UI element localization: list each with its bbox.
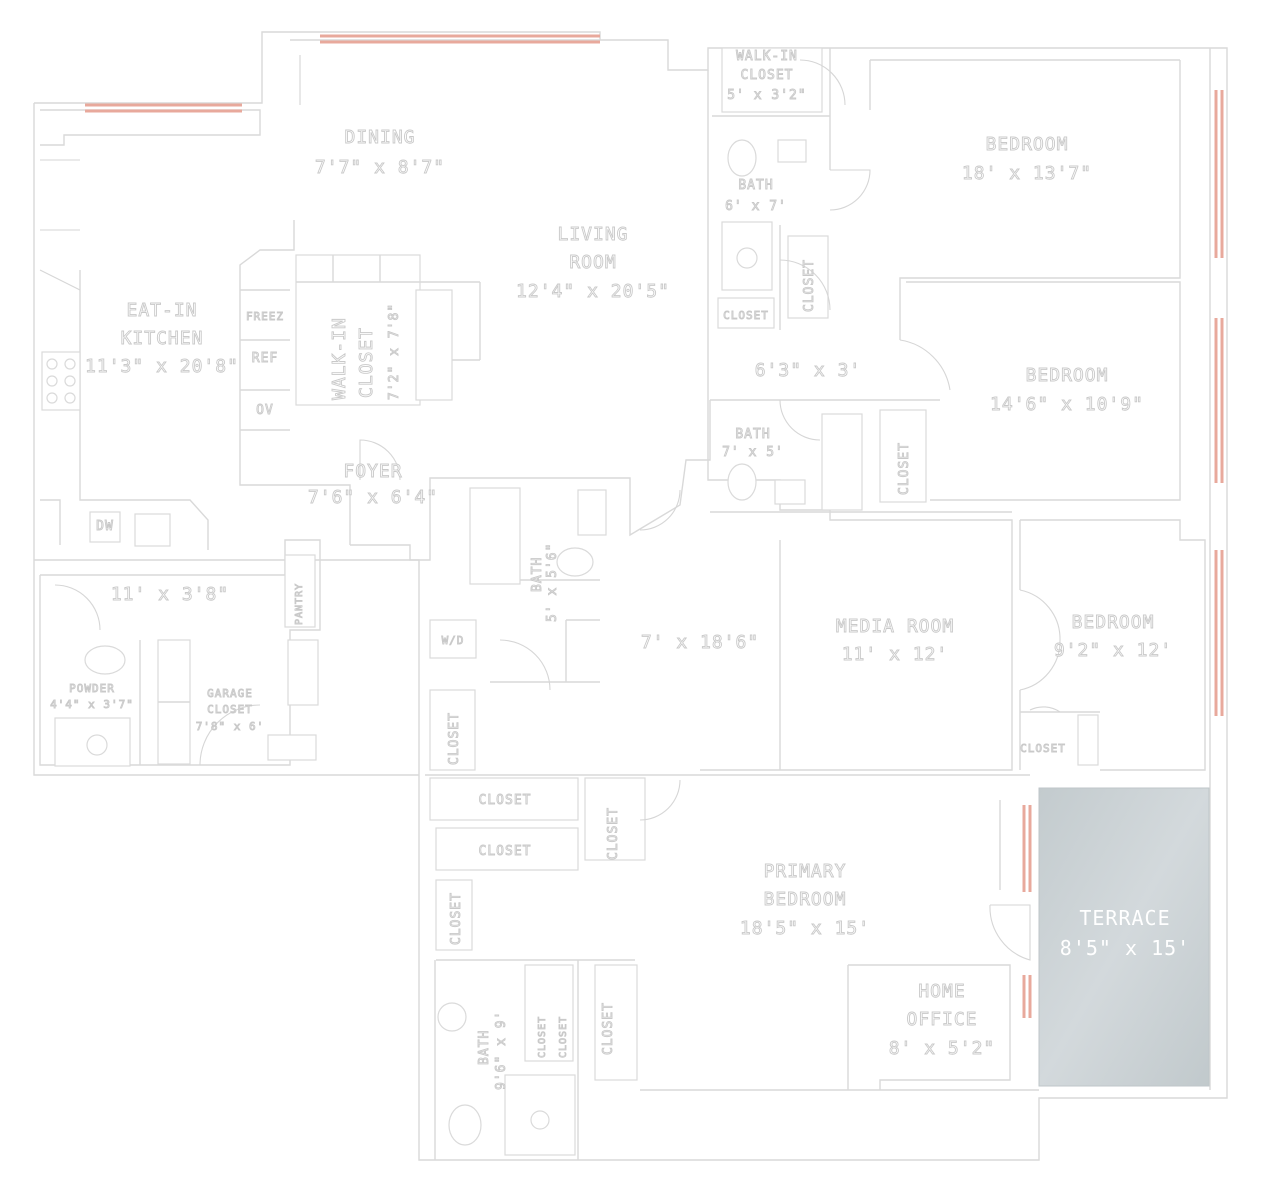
walkin-center-dims: 7'2" x 7'8" (387, 303, 402, 400)
bath-primary-name: BATH (477, 1030, 492, 1065)
bath-mid-name: BATH (735, 427, 770, 442)
toilet-icon (448, 1104, 482, 1146)
walkin-center-name1: WALK-IN (329, 317, 350, 400)
dining-dims: 7'7" x 8'7" (315, 157, 445, 178)
washer-dryer-label: W/D (442, 634, 465, 647)
hall-right-dims: 6'3" x 3' (755, 360, 862, 381)
hall-main-dims: 7' x 18'6" (641, 632, 759, 653)
kitchen-name-line1: EAT-IN (126, 300, 197, 321)
closet-label: CLOSET (601, 1002, 616, 1055)
toilet-icon (437, 1002, 467, 1032)
primary-name-line2: BEDROOM (764, 889, 847, 910)
closet-label: CLOSET (479, 844, 532, 859)
walkin-top-dims: 5' x 3'2" (727, 88, 806, 103)
toilet-icon (727, 463, 757, 501)
room-labels: DINING 7'7" x 8'7" LIVING ROOM 12'4" x 2… (50, 49, 1190, 1091)
powder-dims: 4'4" x 3'7" (50, 698, 134, 711)
office-name-line1: HOME (918, 981, 965, 1002)
media-dims: 11' x 12' (842, 644, 949, 665)
sink-icon (86, 734, 108, 756)
walkin-top-name1: WALK-IN (736, 49, 798, 64)
living-name-line2: ROOM (569, 252, 616, 273)
closet-label: CLOSET (723, 309, 769, 322)
terrace-name: TERRACE (1079, 906, 1170, 930)
fixtures (46, 139, 807, 1146)
freezer-label: FREEZ (246, 310, 284, 323)
dishwasher-label: DW (96, 519, 114, 534)
terrace-dims: 8'5" x 15' (1060, 936, 1190, 960)
primary-dims: 18'5" x 15' (740, 918, 870, 939)
garage-closet-dims: 7'8" x 6' (196, 720, 265, 733)
office-name-line2: OFFICE (906, 1009, 977, 1030)
closet-labels: CLOSET CLOSET CLOSET CLOSET CLOSET CLOSE… (96, 259, 1066, 1059)
kitchen-dims: 11'3" x 20'8" (85, 356, 239, 377)
bath-top-name: BATH (738, 178, 773, 193)
kitchen-name-line2: KITCHEN (121, 328, 204, 349)
garage-closet-name1: GARAGE (207, 687, 253, 700)
stove-burners-icon (46, 358, 76, 404)
bedroom2-name: BEDROOM (1026, 365, 1109, 386)
office-dims: 8' x 5'2" (889, 1038, 996, 1059)
living-dims: 12'4" x 20'5" (516, 281, 670, 302)
sink-icon (777, 139, 807, 163)
powder-name: POWDER (69, 682, 115, 695)
bath-top-dims: 6' x 7' (725, 199, 787, 214)
foyer-name: FOYER (343, 461, 402, 482)
sink-icon (774, 479, 806, 505)
bedroom2-dims: 14'6" x 10'9" (990, 394, 1144, 415)
closet-label: CLOSET (537, 1016, 548, 1058)
walkin-center-name2: CLOSET (356, 327, 377, 398)
terrace-area (1038, 787, 1210, 1087)
living-name-line1: LIVING (557, 224, 628, 245)
shower-icon (736, 247, 758, 269)
closet-label: CLOSET (802, 259, 817, 312)
bath-primary-dims: 9'6" x 9' (494, 1011, 509, 1090)
media-name: MEDIA ROOM (836, 616, 954, 637)
closet-label: CLOSET (479, 793, 532, 808)
pantry-label: PANTRY (294, 583, 305, 625)
garage-closet-name2: CLOSET (207, 703, 253, 716)
windows (85, 34, 1224, 1018)
bath-center-name: BATH (530, 557, 545, 592)
closet-label: CLOSET (449, 892, 464, 945)
closet-label: CLOSET (606, 807, 621, 860)
bath-mid-dims: 7' x 5' (722, 445, 784, 460)
toilet-icon (84, 645, 126, 675)
ref-label: REF (252, 351, 278, 366)
laundry-dims: 11' x 3'8" (111, 584, 229, 605)
bath-center-dims: 5' x 5'6" (545, 543, 560, 622)
bedroom1-name: BEDROOM (986, 134, 1069, 155)
primary-name-line1: PRIMARY (764, 861, 847, 882)
toilet-icon (727, 139, 757, 177)
closet-label: CLOSET (897, 442, 912, 495)
toilet-icon (556, 547, 594, 577)
foyer-dims: 7'6" x 6'4" (308, 487, 438, 508)
closet-label: CLOSET (447, 712, 462, 765)
bedroom3-name: BEDROOM (1072, 612, 1155, 633)
closet-label: CLOSET (1020, 742, 1066, 755)
bedroom3-dims: 9'2" x 12' (1054, 640, 1172, 661)
walkin-top-name2: CLOSET (741, 68, 794, 83)
dining-name: DINING (344, 127, 415, 148)
closet-label: CLOSET (558, 1016, 569, 1058)
shower-icon (530, 1110, 550, 1130)
door-swings (39, 55, 1061, 961)
oven-label: OV (256, 403, 274, 418)
bedroom1-dims: 18' x 13'7" (962, 163, 1092, 184)
